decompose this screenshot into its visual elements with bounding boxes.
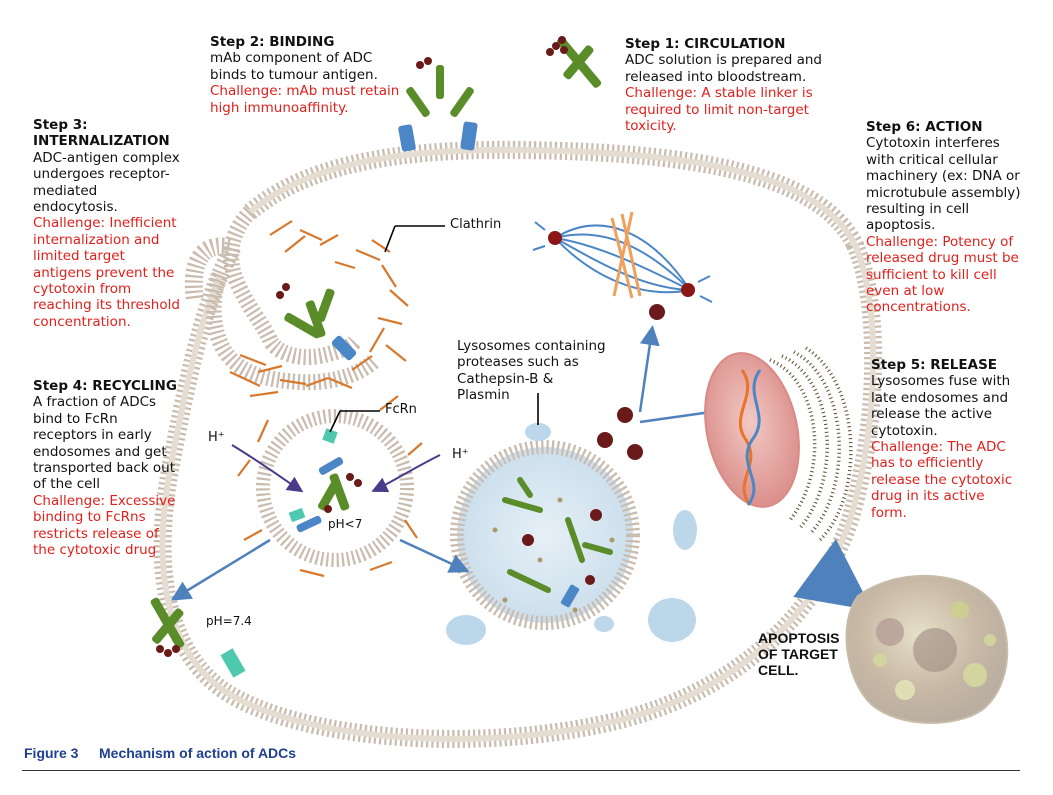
step4-note: Step 4: RECYCLING A fraction of ADCs bin… [33, 378, 183, 558]
step6-title: Step 6: ACTION [866, 119, 983, 135]
clathrin-label: Clathrin [450, 217, 502, 232]
endosome-to-lysosome-arrow [399, 538, 470, 573]
antigen-receptor [460, 121, 478, 151]
adc-bound-top [398, 57, 478, 152]
proton-arrow-left [231, 444, 304, 493]
adc-internalizing [276, 283, 357, 361]
protease-vesicles [446, 423, 697, 645]
step2-challenge: Challenge: mAb must retain high immunoaf… [210, 83, 400, 116]
figure-title: Mechanism of action of ADCs [99, 745, 297, 761]
step6-note: Step 6: ACTION Cytotoxin interferes with… [866, 119, 1026, 316]
proton-arrow-right [371, 454, 441, 493]
figure-caption: Figure 3 Mechanism of action of ADCs [24, 745, 296, 761]
clathrin-coat [229, 220, 409, 398]
step4-challenge: Challenge: Excessive binding to FcRns re… [33, 492, 176, 559]
step1-body: ADC solution is prepared and released in… [625, 52, 822, 85]
step6-body: Cytotoxin interferes with critical cellu… [866, 135, 1021, 234]
step4-body: A fraction of ADCs bind to FcRn receptor… [33, 394, 176, 493]
fcrn-outside [220, 648, 246, 678]
step5-note: Step 5: RELEASE Lysosomes fuse with late… [871, 357, 1021, 521]
proton-label-right: H⁺ [452, 447, 469, 462]
ph-outside-label: pH=7.4 [206, 614, 252, 628]
step1-title: Step 1: CIRCULATION [625, 36, 786, 52]
step6-challenge: Challenge: Potency of released drug must… [866, 233, 1019, 316]
step5-title: Step 5: RELEASE [871, 357, 998, 373]
lysosomes-label: Lysosomes containing proteases such as C… [457, 338, 606, 404]
to-spindle-arrow [638, 325, 660, 413]
lysosome [450, 440, 640, 630]
figure-number: Figure 3 [24, 745, 79, 761]
step5-challenge: Challenge: The ADC has to efficiently re… [871, 439, 1013, 521]
step2-note: Step 2: BINDING mAb component of ADC bin… [210, 34, 405, 116]
step3-body: ADC-antigen complex undergoes receptor-m… [33, 149, 180, 216]
proton-label-left: H⁺ [208, 430, 225, 445]
fcrn-label: FcRn [385, 402, 417, 417]
early-endosome [237, 395, 423, 578]
mitotic-spindle [532, 211, 713, 303]
apoptotic-cell [845, 574, 1009, 724]
step4-title: Step 4: RECYCLING [33, 378, 177, 394]
recycle-arrow [170, 538, 271, 601]
apoptosis-label: APOPTOSIS OF TARGET CELL. [758, 630, 840, 678]
nucleus [704, 346, 853, 542]
antigen-receptor [398, 124, 416, 152]
step3-title: Step 3: INTERNALIZATION [33, 117, 170, 150]
cell-membrane [153, 140, 883, 748]
step5-body: Lysosomes fuse with late endosomes and r… [871, 373, 1011, 439]
step3-challenge: Challenge: Inefficient internalization a… [33, 215, 180, 330]
step1-note: Step 1: CIRCULATION ADC solution is prep… [625, 36, 840, 134]
adc-recycled [150, 597, 185, 657]
adc-circulation [546, 36, 602, 88]
step1-challenge: Challenge: A stable linker is required t… [625, 85, 813, 135]
step2-body: mAb component of ADC binds to tumour ant… [210, 50, 378, 83]
ph-endosome-label: pH<7 [328, 517, 363, 531]
apoptosis-arrow [793, 538, 873, 611]
caption-rule [22, 770, 1020, 771]
step3-note: Step 3: INTERNALIZATION ADC-antigen comp… [33, 117, 183, 330]
step2-title: Step 2: BINDING [210, 34, 335, 50]
